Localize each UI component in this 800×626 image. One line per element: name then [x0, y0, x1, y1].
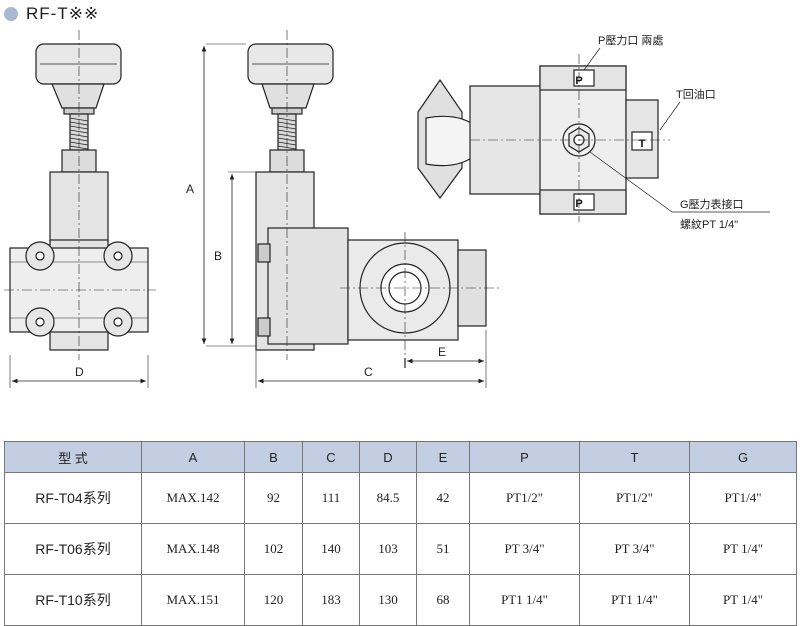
header-p: P	[469, 441, 580, 473]
port-t-label: T	[639, 138, 646, 150]
header: RF-T※※	[4, 2, 99, 26]
header-c: C	[302, 441, 360, 473]
dimension-c-label: C	[364, 365, 373, 379]
side-view	[201, 30, 500, 388]
header-g: G	[689, 441, 797, 473]
table-row: RF-T10系列 MAX.151 120 183 130 68 PT1 1/4"…	[4, 574, 797, 626]
cell-b: 102	[244, 523, 303, 575]
front-view	[4, 30, 156, 388]
bullet-dot-icon	[4, 7, 18, 21]
cell-e: 42	[416, 472, 470, 524]
header-a: A	[141, 441, 245, 473]
cell-a: MAX.142	[141, 472, 245, 524]
header-d: D	[359, 441, 417, 473]
table-row: RF-T04系列 MAX.142 92 111 84.5 42 PT1/2" P…	[4, 472, 797, 524]
cell-c: 111	[302, 472, 360, 524]
cell-b: 92	[244, 472, 303, 524]
cell-g: PT 1/4"	[689, 574, 797, 626]
cell-c: 183	[302, 574, 360, 626]
dimension-a-label: A	[186, 182, 194, 196]
cell-model: RF-T10系列	[4, 574, 142, 626]
dimension-e-label: E	[438, 345, 446, 359]
header-t: T	[579, 441, 690, 473]
cell-c: 140	[302, 523, 360, 575]
technical-drawing: D	[4, 30, 770, 388]
spec-table: 型 式 A B C D E P T G RF-T04系列 MAX.142 92 …	[4, 441, 797, 626]
g-port-callout: G壓力表接口	[680, 197, 744, 211]
page-title: RF-T※※	[26, 4, 100, 23]
dimension-b-label: B	[214, 249, 222, 263]
dimension-d-label: D	[75, 365, 84, 379]
cell-d: 103	[359, 523, 417, 575]
cell-p: PT1/2"	[469, 472, 580, 524]
header-e: E	[416, 441, 470, 473]
cell-b: 120	[244, 574, 303, 626]
table-row: RF-T06系列 MAX.148 102 140 103 51 PT 3/4" …	[4, 523, 797, 575]
cell-g: PT1/4"	[689, 472, 797, 524]
cell-t: PT 3/4"	[579, 523, 690, 575]
cell-model: RF-T04系列	[4, 472, 142, 524]
table-header-row: 型 式 A B C D E P T G	[4, 441, 797, 473]
p-port-callout: P壓力口 兩處	[598, 33, 663, 47]
t-port-callout: T回油口	[676, 87, 716, 101]
port-p-top-label: P	[575, 75, 582, 87]
g-thread-callout: 螺紋PT 1/4"	[680, 217, 738, 231]
cell-a: MAX.148	[141, 523, 245, 575]
header-b: B	[244, 441, 303, 473]
cell-d: 84.5	[359, 472, 417, 524]
cell-model: RF-T06系列	[4, 523, 142, 575]
cell-p: PT 3/4"	[469, 523, 580, 575]
header-model: 型 式	[4, 441, 142, 473]
port-p-bottom-label: P	[575, 198, 582, 210]
cell-e: 51	[416, 523, 470, 575]
cell-a: MAX.151	[141, 574, 245, 626]
cell-g: PT 1/4"	[689, 523, 797, 575]
top-view	[417, 47, 770, 222]
cell-t: PT1/2"	[579, 472, 690, 524]
